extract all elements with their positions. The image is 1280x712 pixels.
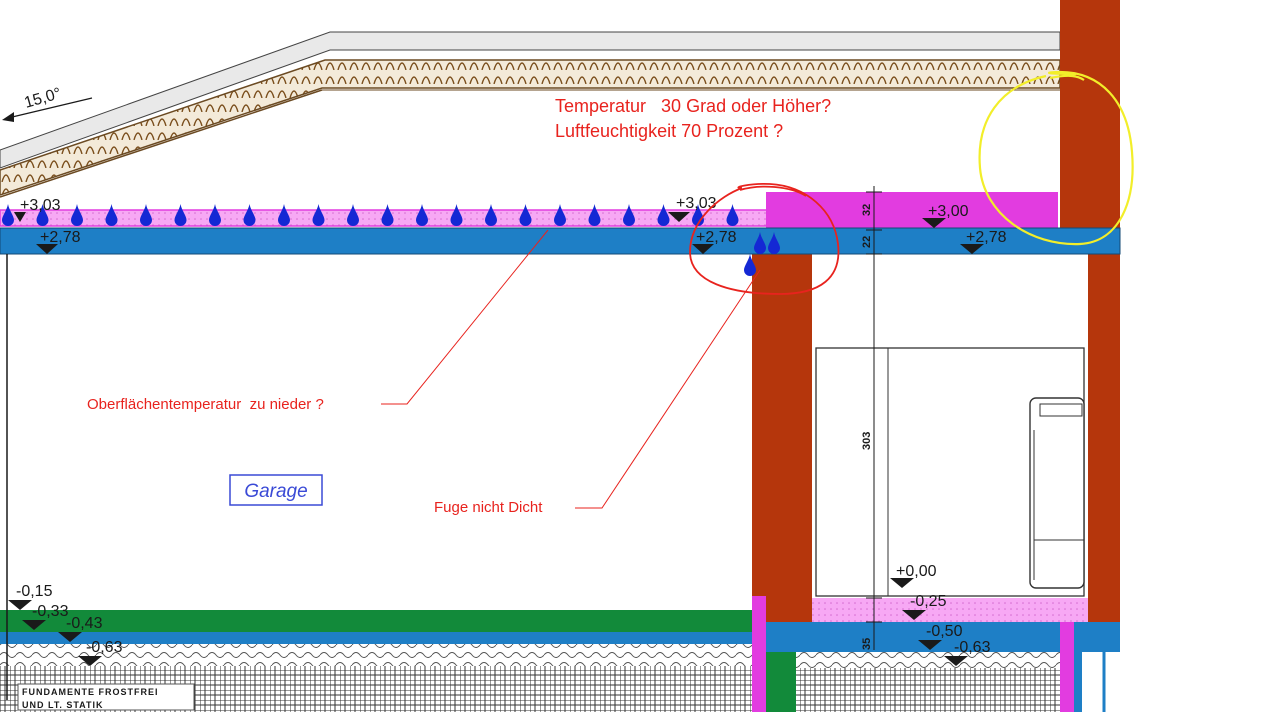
water-drop-icon xyxy=(754,232,766,254)
annotation-joint: Fuge nicht Dicht xyxy=(434,499,543,516)
annotation-temperature: Temperatur 30 Grad oder Höher? xyxy=(555,96,831,116)
water-drop-icon xyxy=(416,204,428,226)
level-278-right: +2,78 xyxy=(966,229,1007,246)
water-drop-icon xyxy=(278,204,290,226)
water-drop-icon xyxy=(768,232,780,254)
level-063-left: -0,63 xyxy=(86,639,123,656)
garage-floor-green xyxy=(0,610,752,632)
water-drop-icon xyxy=(36,204,49,226)
water-drop-icon xyxy=(726,204,739,226)
water-drop-icon xyxy=(588,204,601,226)
water-drop-icon xyxy=(623,204,635,226)
level-303-left: +3,03 xyxy=(20,197,61,214)
insulation-column-left xyxy=(752,596,766,712)
boiler-unit xyxy=(1029,397,1085,589)
dimension-lines xyxy=(866,186,882,650)
garage-label-box xyxy=(229,474,323,506)
joint-circle-markup xyxy=(689,182,840,295)
water-drop-icon xyxy=(519,204,532,226)
level-markers xyxy=(8,212,984,666)
roof-deck-hatch xyxy=(0,31,1061,169)
water-drop-icon xyxy=(105,204,118,226)
roof-wood-layer xyxy=(0,59,1061,196)
level-025: -0,25 xyxy=(910,593,947,610)
water-drop-icon xyxy=(209,204,221,226)
foundation-note-box xyxy=(17,683,195,711)
room-foundation-grid xyxy=(796,668,1060,712)
roof-lower-line xyxy=(0,89,323,198)
chimney-wall xyxy=(1060,0,1120,230)
annotation-leader-lines xyxy=(381,229,761,509)
chimney-highlight-markup xyxy=(978,70,1134,246)
water-drop-icon xyxy=(744,254,756,276)
level-303-mid: +3,03 xyxy=(676,195,717,212)
roof-pitch-marker: 15,0° xyxy=(2,85,93,122)
garage-partition-wall xyxy=(752,254,812,622)
insulation-column-right xyxy=(1060,622,1074,712)
water-drop-icon xyxy=(2,204,14,226)
annotation-surface-temp: Oberflächentemperatur zu nieder ? xyxy=(87,396,324,413)
level-033: -0,33 xyxy=(32,603,69,620)
water-drop-icon xyxy=(174,204,187,226)
room-gravel xyxy=(796,652,1060,668)
roof-pitch-label: 15,0° xyxy=(22,85,63,112)
foundation-note-line1: Fundamente frostfrei xyxy=(22,687,159,697)
green-column xyxy=(766,652,796,712)
water-drop-icon xyxy=(657,204,670,226)
water-drop-icon xyxy=(347,204,359,226)
room-floor-pink xyxy=(812,598,1088,622)
garage-floor-slab xyxy=(0,632,752,644)
level-015: -0,15 xyxy=(16,583,53,600)
upper-insulation-block xyxy=(766,192,1058,230)
water-drop-icon xyxy=(381,204,394,226)
water-drop-icon xyxy=(71,204,83,226)
level-050: -0,50 xyxy=(926,623,963,640)
water-drop-icon xyxy=(243,204,256,226)
ceiling-slab xyxy=(0,227,1121,255)
level-278-left: +2,78 xyxy=(40,229,81,246)
roof xyxy=(0,31,1061,198)
level-278-mid: +2,78 xyxy=(696,229,737,246)
level-043: -0,43 xyxy=(66,615,103,632)
garage-gravel xyxy=(0,644,752,666)
water-drop-icon xyxy=(554,204,566,226)
foundation-note-line2: und lt. Statik xyxy=(22,700,104,710)
dim-303: 303 xyxy=(861,432,873,450)
right-outer-wall xyxy=(1088,254,1120,622)
water-drop-icon xyxy=(485,204,497,226)
dim-35: 35 xyxy=(861,638,873,650)
dim-22: 22 xyxy=(861,236,873,248)
water-drop-icon xyxy=(312,204,325,226)
garage-label: Garage xyxy=(244,481,307,502)
storage-room-interior xyxy=(815,347,1085,597)
dim-32: 32 xyxy=(861,204,873,216)
water-drop-icon xyxy=(140,204,152,226)
level-000: +0,00 xyxy=(896,563,937,580)
water-drop-icon xyxy=(450,204,463,226)
level-300-right: +3,00 xyxy=(928,203,969,220)
annotation-humidity: Luftfeuchtigkeit 70 Prozent ? xyxy=(555,121,783,141)
level-063-right: -0,63 xyxy=(954,639,991,656)
